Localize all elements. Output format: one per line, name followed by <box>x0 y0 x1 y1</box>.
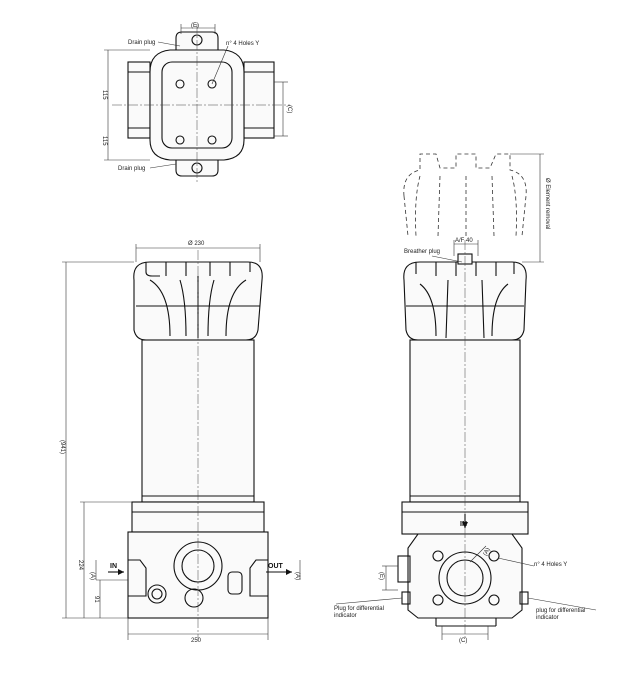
bolt-hole <box>175 135 185 145</box>
front-view <box>62 244 301 640</box>
side-breather-plug: Breather plug <box>404 249 440 255</box>
side-dim-e: (E) <box>378 572 384 580</box>
side-af: A/F 40 <box>455 238 473 244</box>
front-out-label: OUT <box>268 563 284 570</box>
top-holes-label: n° 4 Holes Y <box>226 41 259 47</box>
front-diameter: Ø 230 <box>188 241 205 247</box>
top-dim-115-upper: 115 <box>101 90 107 100</box>
front-dim-a-left: (A) <box>89 572 95 580</box>
side-view <box>335 153 597 640</box>
top-dim-115-lower: 115 <box>101 136 107 146</box>
front-in-label: IN <box>110 563 117 570</box>
side-plug-right-line2: indicator <box>536 615 559 621</box>
bottom-drain-plug-label: Drain plug <box>118 166 145 172</box>
top-drain-plug-label: Drain plug <box>128 40 155 46</box>
front-height: (941) <box>59 440 65 454</box>
front-dim-a-right: (A) <box>294 572 300 580</box>
top-dim-c: (C) <box>286 105 292 113</box>
bolt-hole <box>207 79 217 89</box>
side-dim-c: (C) <box>459 638 467 644</box>
bolt-hole <box>207 135 217 145</box>
top-view <box>104 24 290 184</box>
top-dim-e: (E) <box>191 23 199 29</box>
side-plug-left-line2: indicator <box>334 613 357 619</box>
front-dim-91: 91 <box>93 596 99 603</box>
front-width: 250 <box>191 638 202 644</box>
side-plug-left-line1: Plug for differential <box>334 606 384 612</box>
front-dim-224: 224 <box>77 560 83 571</box>
side-holes-label: n° 4 Holes Y <box>534 562 567 568</box>
side-plug-right-line1: plug for differential <box>536 608 585 614</box>
side-element-removal: Ø Element removal <box>544 178 550 229</box>
side-in-label: IN <box>460 521 467 528</box>
side-dim-a: (A) <box>483 547 492 557</box>
bolt-hole <box>175 79 185 89</box>
